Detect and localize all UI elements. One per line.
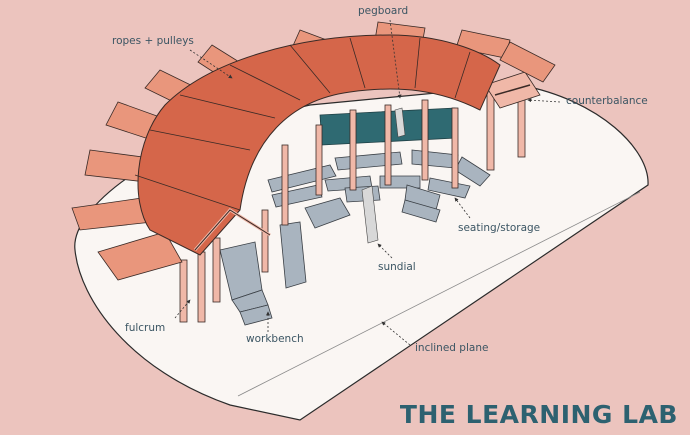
- label-workbench: workbench: [246, 333, 304, 345]
- label-seating-storage: seating/storage: [458, 222, 541, 234]
- label-pegboard: pegboard: [358, 5, 409, 17]
- label-inclined-plane: inclined plane: [415, 342, 489, 354]
- label-sundial: sundial: [378, 261, 416, 273]
- fulcrum-truss: [193, 208, 271, 251]
- curved-roof: [137, 34, 501, 256]
- page-title: THE LEARNING LAB: [399, 400, 678, 429]
- roof-seams: [134, 37, 471, 211]
- label-fulcrum: fulcrum: [125, 322, 166, 334]
- label-counterbalance: counterbalance: [566, 95, 648, 107]
- counterbalance-frame: [484, 71, 541, 109]
- annotation-arrows: [174, 19, 561, 346]
- person-figures: [361, 107, 406, 244]
- platform-edge-line: [237, 191, 641, 397]
- label-ropes-pulleys: ropes + pulleys: [112, 35, 194, 47]
